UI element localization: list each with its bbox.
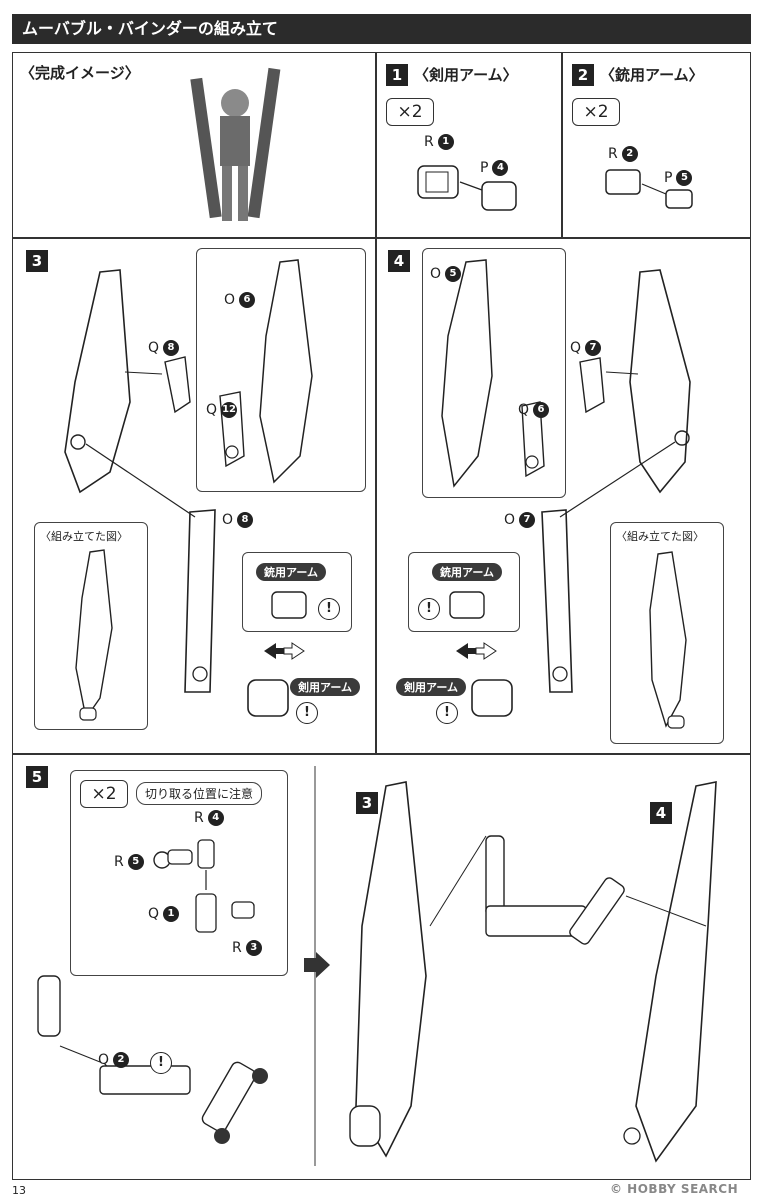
step4-sword-arm-tag: 剣用アーム (396, 678, 467, 696)
step5-cut-note: 切り取る位置に注意 (136, 782, 263, 805)
final-assembly-illustration (349, 781, 717, 1163)
step2-number: 2 (572, 64, 594, 86)
step4-arm-callout (408, 552, 520, 632)
step3-number: 3 (26, 250, 48, 272)
step3-arm-callout (242, 552, 352, 632)
step1-number: 1 (386, 64, 408, 86)
step3-gun-arm-tag: 銃用アーム (256, 563, 327, 581)
step4-assembled-illustration (649, 551, 687, 729)
step4-warn-gun: ! (418, 598, 440, 620)
step5-qty: ×2 (80, 780, 128, 808)
watermark: © HOBBY SEARCH (610, 1182, 739, 1196)
step2-parts-illustration (605, 169, 693, 209)
step4-sword-arm-part (471, 679, 513, 717)
final-label-3: 3 (356, 792, 378, 814)
step3-gun-arm-part (271, 591, 307, 619)
step4-swap-arrow (456, 642, 497, 660)
step5-proceed-arrow (304, 952, 330, 978)
step5-panel (12, 754, 751, 1180)
step1-panel (376, 52, 562, 238)
step4-panel (376, 238, 751, 754)
step1-qty: ×2 (386, 98, 434, 126)
step4-number: 4 (388, 250, 410, 272)
step3-swap-arrow (264, 642, 305, 660)
step3-sword-arm-tag: 剣用アーム (290, 678, 361, 696)
step2-qty: ×2 (572, 98, 620, 126)
step1-parts-illustration (417, 165, 517, 211)
step4-gun-arm-part (449, 591, 485, 619)
step4-detail-illustration (441, 259, 545, 488)
page-title: ムーバブル・バインダーの組み立て (12, 14, 751, 44)
step3-warn-gun: ! (318, 598, 340, 620)
step2-panel (562, 52, 751, 238)
step4-detail-box (422, 248, 566, 498)
step3-panel (12, 238, 376, 754)
step3-warn-sword: ! (296, 702, 318, 724)
step5-warn: ! (150, 1052, 172, 1074)
step3-assembled-label: 〈組み立てた図〉 (40, 530, 128, 543)
step3-detail-box (196, 248, 366, 492)
step3-assembled-box (34, 522, 148, 730)
final-label-4: 4 (650, 802, 672, 824)
step4-gun-arm-tag: 銃用アーム (432, 563, 503, 581)
step5-left-assembly (37, 975, 268, 1144)
step3-main-illustration (64, 269, 216, 693)
step2-label: 〈銃用アーム〉 (600, 66, 704, 84)
completion-figure (190, 67, 281, 221)
completion-panel (12, 52, 376, 238)
step1-label: 〈剣用アーム〉 (414, 66, 518, 84)
step4-assembled-box (610, 522, 724, 744)
step4-warn-sword: ! (436, 702, 458, 724)
step5-number: 5 (26, 766, 48, 788)
step5-callout-illustration (153, 839, 255, 933)
step3-assembled-illustration (75, 549, 113, 721)
step3-sword-arm-part (247, 679, 289, 717)
page-number: 13 (12, 1184, 26, 1197)
step3-detail-illustration (219, 259, 313, 484)
step5-callout-box (70, 770, 288, 976)
step4-assembled-label: 〈組み立てた図〉 (616, 530, 704, 543)
step4-main-illustration (541, 269, 691, 693)
completion-label: 〈完成イメージ〉 (20, 64, 140, 82)
